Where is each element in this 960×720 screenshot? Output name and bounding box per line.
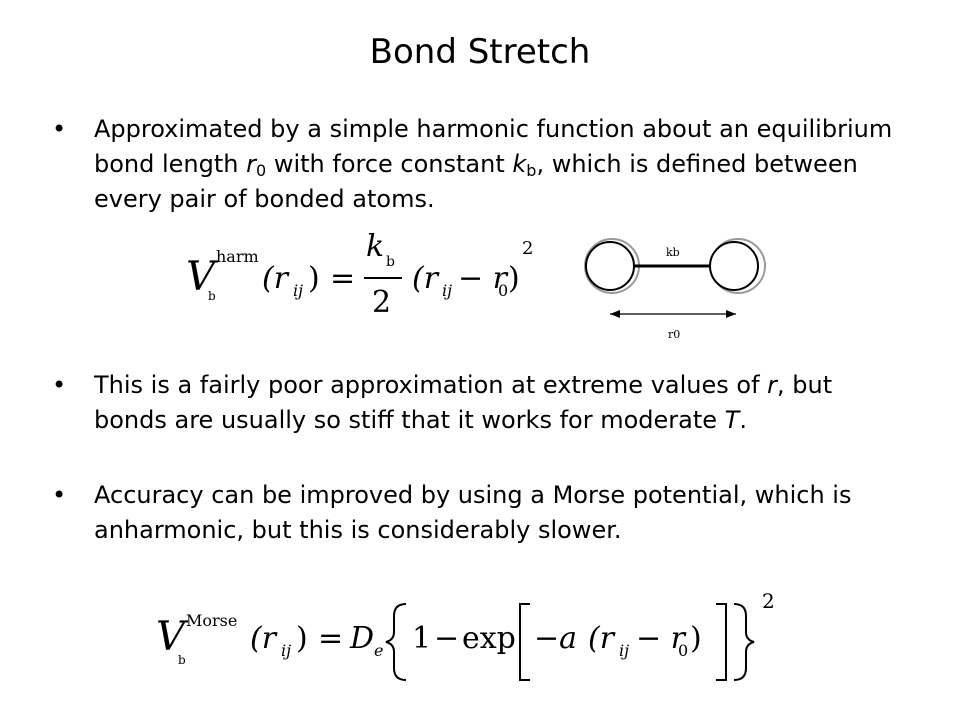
eq-ij-2: ij bbox=[619, 641, 629, 660]
eq-equals: = bbox=[330, 261, 355, 296]
eq-V: V bbox=[186, 254, 219, 300]
var-T: T bbox=[724, 406, 740, 434]
slide-title: Bond Stretch bbox=[369, 32, 591, 72]
var-r: r bbox=[767, 371, 778, 399]
bullet-text-part: , which is defined between every pair of… bbox=[94, 150, 858, 213]
right-brace bbox=[733, 603, 755, 681]
eq-ij: ij bbox=[281, 641, 291, 660]
right-bracket bbox=[716, 603, 727, 681]
eq-lhs-arg: (r bbox=[262, 261, 290, 296]
sub-b: b bbox=[526, 161, 537, 180]
eq-inner: (r bbox=[588, 621, 616, 656]
eq-inner-minus: − r bbox=[636, 621, 687, 656]
var-r: r bbox=[246, 150, 256, 178]
bullet-harmonic: • Approximated by a simple harmonic func… bbox=[52, 112, 912, 217]
eq-num-sub: b bbox=[386, 254, 395, 270]
eq-sup: harm bbox=[216, 247, 259, 266]
bullet-text: Approximated by a simple harmonic functi… bbox=[94, 112, 912, 217]
length-label: r0 bbox=[668, 328, 680, 341]
eq-numerator: k bbox=[366, 229, 384, 264]
bullet-glyph: • bbox=[52, 115, 67, 143]
sub-zero: 0 bbox=[256, 161, 267, 180]
eq-ij: ij bbox=[293, 281, 303, 300]
left-bracket bbox=[519, 603, 530, 681]
eq-ij-2: ij bbox=[442, 281, 452, 300]
eq-lhs-arg: (r bbox=[250, 621, 278, 656]
arrow-head-right bbox=[726, 310, 736, 318]
bond-diagram: kb r0 bbox=[584, 238, 766, 341]
bullet-glyph: • bbox=[52, 481, 67, 509]
eq-sup: Morse bbox=[186, 611, 237, 630]
eq-equals: = bbox=[318, 621, 343, 656]
eq-rhs-arg: (r bbox=[412, 261, 440, 296]
eq-neg-a: −a bbox=[534, 621, 577, 656]
harmonic-equation: V harm b (r ij ) = k b 2 (r ij − r 0 ) 2 bbox=[186, 229, 533, 320]
atom-left bbox=[585, 241, 635, 291]
eq-De-sub: e bbox=[374, 641, 383, 660]
bullet-text: This is a fairly poor approximation at e… bbox=[94, 368, 912, 438]
bullet-text-part: . bbox=[739, 406, 747, 434]
eq-rparen: ) bbox=[308, 261, 320, 296]
eq-sub: b bbox=[208, 289, 216, 303]
eq-power: 2 bbox=[522, 238, 533, 259]
eq-rparen: ) bbox=[296, 621, 308, 656]
eq-D: D bbox=[349, 621, 374, 656]
eq-sub: b bbox=[178, 653, 186, 667]
bullet-text-part: with force constant bbox=[266, 150, 513, 178]
bullet-text: Accuracy can be improved by using a Mors… bbox=[94, 481, 852, 544]
eq-one: 1 bbox=[412, 621, 431, 656]
var-k: k bbox=[512, 150, 527, 178]
bullet-text-part: Approximated by a simple harmonic functi… bbox=[94, 115, 893, 178]
bullet-text-part: This is a fairly poor approximation at e… bbox=[94, 371, 768, 399]
eq-V: V bbox=[156, 614, 189, 660]
bullet-morse: • Accuracy can be improved by using a Mo… bbox=[52, 478, 912, 548]
left-brace bbox=[385, 603, 407, 681]
eq-zero: 0 bbox=[498, 281, 508, 300]
bullet-approximation: • This is a fairly poor approximation at… bbox=[52, 368, 912, 438]
eq-exp: exp bbox=[462, 621, 516, 656]
eq-rparen-2: ) bbox=[690, 621, 702, 656]
eq-minus-r: − r bbox=[458, 261, 509, 296]
eq-rparen-2: ) bbox=[508, 261, 520, 296]
bullet-text-part: , but bonds are usually so stiff that it… bbox=[94, 371, 833, 434]
eq-power: 2 bbox=[762, 589, 775, 613]
eq-zero: 0 bbox=[678, 641, 688, 660]
arrow-head-left bbox=[610, 310, 620, 318]
eq-minus: − bbox=[434, 621, 459, 656]
morse-equation: V Morse b (r ij ) = D e 1 − exp −a (r ij… bbox=[156, 589, 775, 681]
eq-denominator: 2 bbox=[372, 285, 391, 320]
atom-right bbox=[709, 241, 759, 291]
bullet-glyph: • bbox=[52, 371, 67, 399]
bond-label: kb bbox=[666, 246, 680, 259]
